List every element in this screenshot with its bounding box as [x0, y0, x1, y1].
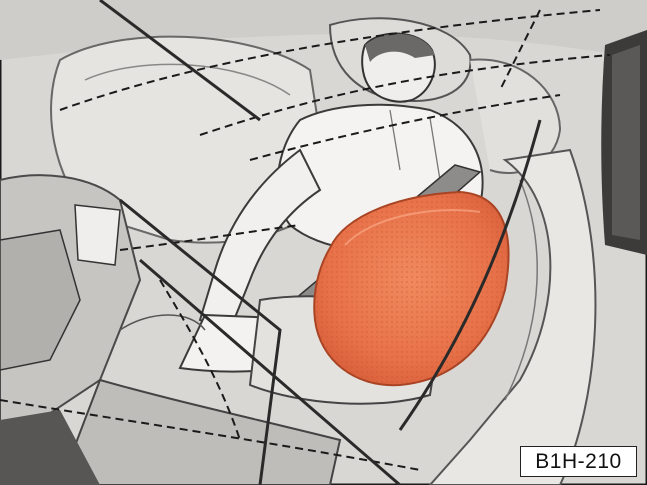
- figure-code-label: B1H-210: [520, 446, 637, 477]
- door-window-glass: [612, 45, 640, 240]
- seat-adjust-control: [75, 205, 120, 265]
